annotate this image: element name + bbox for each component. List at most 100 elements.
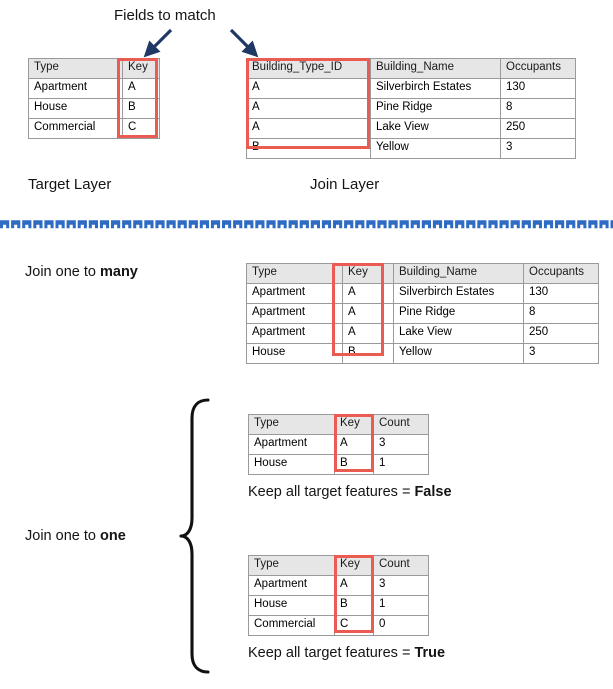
table-row: Commercial C 0 bbox=[248, 615, 429, 636]
curly-brace-icon bbox=[178, 396, 212, 676]
join-one-to-one-label: Join one to one bbox=[25, 528, 126, 544]
cell-occupants: 3 bbox=[500, 138, 576, 159]
cell-count: 1 bbox=[373, 454, 429, 475]
cell-count: 0 bbox=[373, 615, 429, 636]
cell-type: Commercial bbox=[28, 118, 123, 139]
table-row: House B 1 bbox=[248, 454, 429, 475]
table-row: B Yellow 3 bbox=[246, 138, 576, 159]
table-header-row: Type Key Count bbox=[248, 555, 429, 576]
join-one-to-one-prefix: Join one to bbox=[25, 528, 100, 544]
join-one-to-one-emphasis: one bbox=[99, 528, 126, 544]
column-header-building-type-id: Building_Type_ID bbox=[246, 58, 371, 79]
column-header-key: Key bbox=[342, 263, 394, 284]
column-header-count: Count bbox=[373, 414, 429, 435]
table-row: Apartment A 3 bbox=[248, 434, 429, 455]
cell-occupants: 8 bbox=[500, 98, 576, 119]
cell-type: House bbox=[248, 454, 335, 475]
column-header-type: Type bbox=[28, 58, 123, 79]
cell-type: House bbox=[246, 343, 343, 364]
keep-all-prefix: Keep all target features = bbox=[248, 484, 415, 500]
column-header-building-name: Building_Name bbox=[370, 58, 501, 79]
cell-building-type-id: A bbox=[246, 78, 371, 99]
table-header-row: Type Key Building_Name Occupants bbox=[246, 263, 599, 284]
cell-count: 3 bbox=[373, 575, 429, 596]
cell-count: 3 bbox=[373, 434, 429, 455]
cell-key: A bbox=[334, 575, 374, 596]
cell-building-type-id: B bbox=[246, 138, 371, 159]
cell-occupants: 250 bbox=[500, 118, 576, 139]
cell-key: B bbox=[122, 98, 160, 119]
cell-key: A bbox=[122, 78, 160, 99]
cell-key: A bbox=[342, 303, 394, 324]
one-to-one-false-table-grid: Type Key Count Apartment A 3 House B 1 bbox=[248, 414, 429, 475]
cell-building-type-id: A bbox=[246, 98, 371, 119]
cell-occupants: 130 bbox=[500, 78, 576, 99]
cell-building-name: Yellow bbox=[393, 343, 524, 364]
cell-type: Apartment bbox=[246, 303, 343, 324]
join-layer-table-grid: Building_Type_ID Building_Name Occupants… bbox=[246, 58, 576, 159]
table-row: A Pine Ridge 8 bbox=[246, 98, 576, 119]
column-header-key: Key bbox=[334, 414, 374, 435]
column-header-occupants: Occupants bbox=[500, 58, 576, 79]
column-header-count: Count bbox=[373, 555, 429, 576]
column-header-type: Type bbox=[246, 263, 343, 284]
fields-to-match-label: Fields to match bbox=[114, 7, 216, 24]
cell-building-name: Lake View bbox=[370, 118, 501, 139]
table-row: Apartment A bbox=[28, 78, 160, 99]
cell-type: Apartment bbox=[248, 434, 335, 455]
target-layer-table: Type Key Apartment A House B Commercial … bbox=[28, 58, 160, 139]
column-header-building-name: Building_Name bbox=[393, 263, 524, 284]
table-row: Apartment A Silverbirch Estates 130 bbox=[246, 283, 599, 304]
cell-type: Apartment bbox=[28, 78, 123, 99]
table-row: House B Yellow 3 bbox=[246, 343, 599, 364]
cell-type: House bbox=[28, 98, 123, 119]
cell-occupants: 130 bbox=[523, 283, 599, 304]
cell-building-name: Pine Ridge bbox=[370, 98, 501, 119]
table-header-row: Type Key bbox=[28, 58, 160, 79]
column-header-type: Type bbox=[248, 555, 335, 576]
arrow-down-left-icon bbox=[140, 28, 176, 58]
cell-building-name: Silverbirch Estates bbox=[393, 283, 524, 304]
cell-type: Commercial bbox=[248, 615, 335, 636]
join-layer-caption: Join Layer bbox=[310, 176, 380, 193]
keep-all-value-true: True bbox=[414, 645, 446, 661]
arrow-down-right-icon bbox=[226, 28, 262, 58]
cell-type: House bbox=[248, 595, 335, 616]
cell-type: Apartment bbox=[246, 323, 343, 344]
cell-key: A bbox=[342, 323, 394, 344]
table-row: Apartment A 3 bbox=[248, 575, 429, 596]
target-layer-table-grid: Type Key Apartment A House B Commercial … bbox=[28, 58, 160, 139]
cell-key: B bbox=[334, 454, 374, 475]
keep-all-prefix: Keep all target features = bbox=[248, 645, 415, 661]
column-header-occupants: Occupants bbox=[523, 263, 599, 284]
table-header-row: Building_Type_ID Building_Name Occupants bbox=[246, 58, 576, 79]
cell-type: Apartment bbox=[246, 283, 343, 304]
table-row: A Lake View 250 bbox=[246, 118, 576, 139]
cell-type: Apartment bbox=[248, 575, 335, 596]
join-layer-table: Building_Type_ID Building_Name Occupants… bbox=[246, 58, 576, 159]
keep-all-false-label: Keep all target features = False bbox=[248, 484, 452, 500]
table-row: A Silverbirch Estates 130 bbox=[246, 78, 576, 99]
cell-occupants: 3 bbox=[523, 343, 599, 364]
one-to-one-false-table: Type Key Count Apartment A 3 House B 1 bbox=[248, 414, 429, 475]
cell-occupants: 8 bbox=[523, 303, 599, 324]
one-to-many-result-table-grid: Type Key Building_Name Occupants Apartme… bbox=[246, 263, 599, 364]
cell-key: B bbox=[334, 595, 374, 616]
cell-key: B bbox=[342, 343, 394, 364]
cell-key: C bbox=[334, 615, 374, 636]
target-layer-caption: Target Layer bbox=[28, 176, 112, 193]
cell-building-type-id: A bbox=[246, 118, 371, 139]
cell-building-name: Pine Ridge bbox=[393, 303, 524, 324]
join-one-to-many-prefix: Join one to bbox=[25, 264, 100, 280]
join-one-to-many-emphasis: many bbox=[99, 264, 138, 280]
one-to-many-result-table: Type Key Building_Name Occupants Apartme… bbox=[246, 263, 599, 364]
one-to-one-true-table-grid: Type Key Count Apartment A 3 House B 1 C… bbox=[248, 555, 429, 636]
cell-key: A bbox=[342, 283, 394, 304]
table-row: Apartment A Lake View 250 bbox=[246, 323, 599, 344]
column-header-key: Key bbox=[122, 58, 160, 79]
cell-building-name: Silverbirch Estates bbox=[370, 78, 501, 99]
table-row: Commercial C bbox=[28, 118, 160, 139]
table-row: Apartment A Pine Ridge 8 bbox=[246, 303, 599, 324]
join-one-to-many-label: Join one to many bbox=[25, 264, 138, 280]
dashed-divider-icon bbox=[0, 219, 613, 230]
